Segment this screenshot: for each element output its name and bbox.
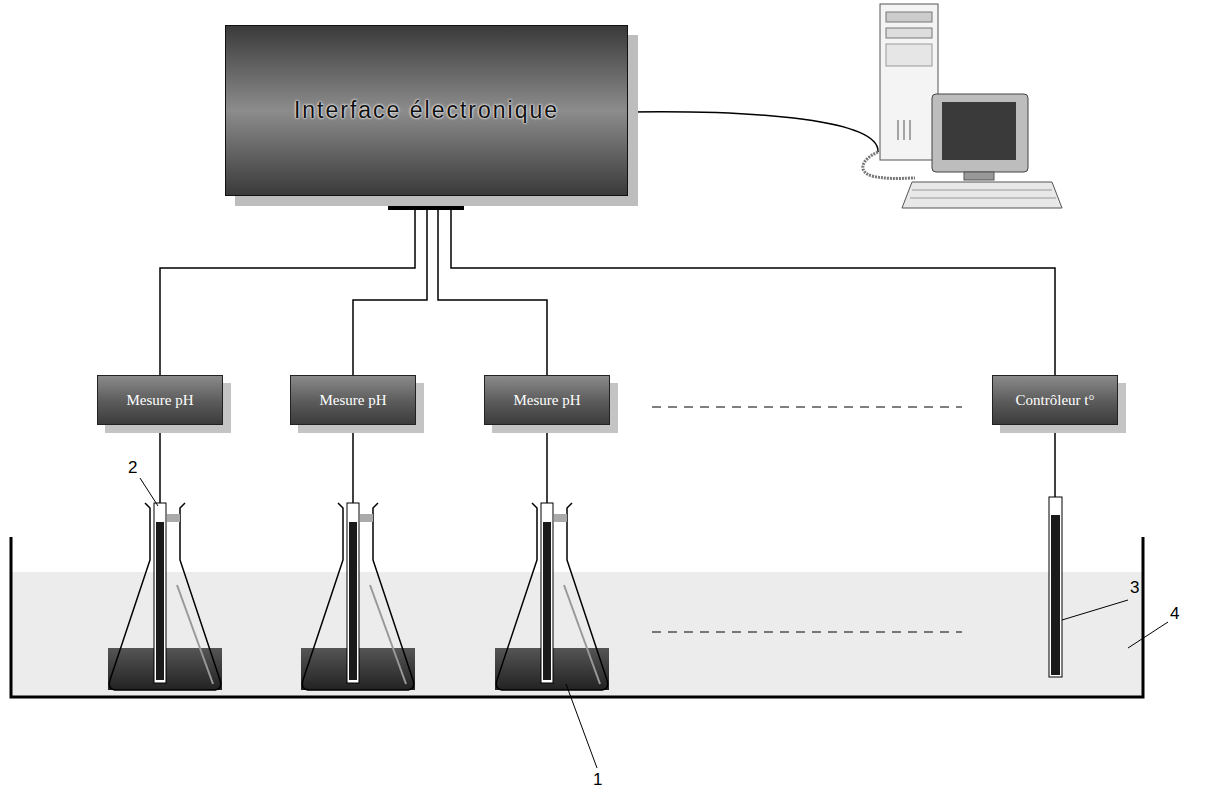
ph-meter-box: Mesure pH (290, 375, 416, 425)
node-label: Contrôleur t° (1008, 388, 1103, 413)
flask-outline (496, 503, 607, 690)
temperature-probe-core (1051, 515, 1060, 675)
stopper (360, 514, 373, 522)
ph-meter-box: Mesure pH (484, 375, 610, 425)
ph-electrode-core (543, 522, 551, 680)
leader-line (1062, 600, 1128, 620)
temperature-probe (1049, 497, 1062, 677)
probe-wire (159, 425, 161, 503)
probe-wire (1054, 425, 1056, 497)
node-label: Mesure pH (505, 388, 588, 413)
ph-electrode-core (349, 522, 357, 680)
computer (880, 4, 1062, 208)
interface-box: Interface électronique (225, 25, 628, 196)
callout-number: 3 (1130, 578, 1139, 598)
probe-wire (546, 425, 548, 503)
callout-number: 4 (1170, 604, 1179, 624)
ph-meter-box: Mesure pH (97, 375, 223, 425)
leader-line (566, 684, 597, 768)
ph-electrode (154, 503, 166, 683)
callout-number: 2 (128, 458, 137, 478)
ph-electrode (541, 503, 553, 683)
cable (628, 112, 878, 152)
continuation-line (652, 407, 962, 408)
node-label: Mesure pH (311, 388, 394, 413)
connector-bar (388, 196, 464, 210)
leader-line (140, 478, 158, 506)
callout-number: 1 (593, 770, 602, 790)
glass-rod (177, 585, 213, 684)
stopper (554, 514, 567, 522)
continuation-line (652, 632, 962, 633)
ph-electrode-core (156, 522, 164, 680)
flask-outline (109, 503, 220, 690)
signal-wire (451, 196, 1055, 375)
stopper (167, 514, 180, 522)
node-label: Mesure pH (118, 388, 201, 413)
probe-wire (352, 425, 354, 503)
signal-wire (438, 196, 547, 375)
signal-wire (160, 196, 415, 375)
erlenmeyer-flask (108, 425, 222, 690)
node-label: Interface électronique (280, 91, 573, 130)
flask-outline (302, 503, 413, 690)
erlenmeyer-flask (301, 425, 415, 690)
glass-rod (370, 585, 406, 684)
controller-box: Contrôleur t° (992, 375, 1118, 425)
leader-line (1128, 622, 1168, 648)
ph-electrode (347, 503, 359, 683)
erlenmeyer-flask (495, 425, 609, 690)
signal-wire (353, 196, 427, 375)
glass-rod (564, 585, 600, 684)
